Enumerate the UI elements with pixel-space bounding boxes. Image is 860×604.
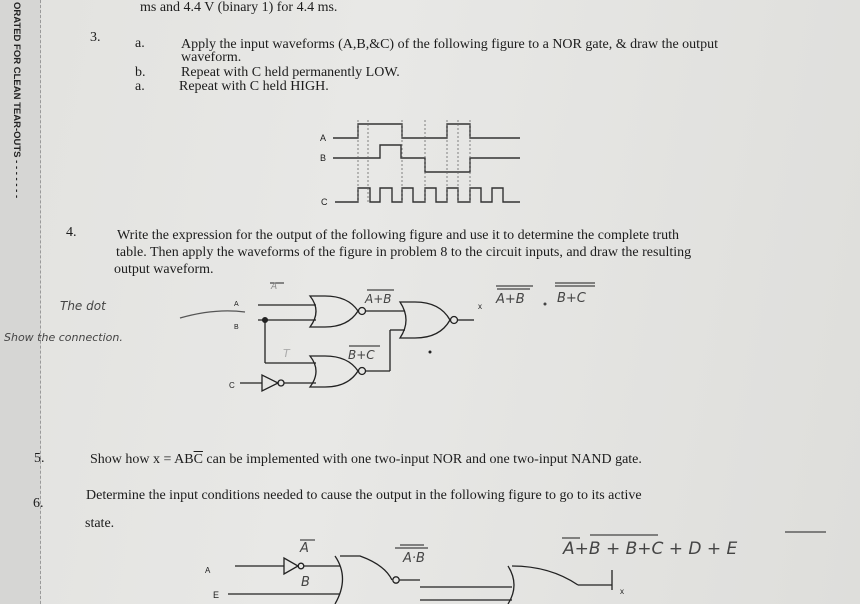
wave-label-c: C xyxy=(321,197,328,207)
hand-q6-b: B xyxy=(301,575,310,590)
q4-input-b: B xyxy=(234,324,239,331)
hand-q6-expr: A+B + B+C + D + E xyxy=(563,539,738,559)
q3-a-line1: Apply the input waveforms (A,B,&C) of th… xyxy=(181,37,718,52)
hand-q6-a: A xyxy=(300,541,309,556)
hand-t: T xyxy=(283,347,290,360)
q3-a-letter: a. xyxy=(135,36,145,51)
q5-text-prefix: Show how x = AB xyxy=(90,452,194,467)
q6-output-x: x xyxy=(620,587,624,596)
hand-out1: A+B xyxy=(496,292,525,307)
top-line: ms and 4.4 V (binary 1) for 4.4 ms. xyxy=(140,0,338,15)
hand-nor2: B+C xyxy=(348,348,375,362)
q3-b-letter: b. xyxy=(135,65,146,80)
q3-c-text: Repeat with C held HIGH. xyxy=(179,79,329,94)
hand-nor1: A+B xyxy=(365,292,392,306)
waveform-a xyxy=(333,123,520,139)
q6-number: 6. xyxy=(33,496,44,511)
q3-a-line2: waveform. xyxy=(181,50,242,65)
q4-number: 4. xyxy=(66,225,77,240)
hand-q6-ab: A·B xyxy=(403,551,425,566)
handwritten-note-line1: The dot xyxy=(60,299,106,313)
wave-label-b: B xyxy=(320,153,327,163)
handwritten-note-line2: Show the connection. xyxy=(4,331,123,344)
q6-input-e: E xyxy=(213,590,220,600)
hand-out2: B+C xyxy=(557,291,586,306)
q6-line2: state. xyxy=(85,516,115,531)
tear-out-margin: ORATED FOR CLEAN TEAR-OUTS - - - - - - - xyxy=(0,0,41,604)
q4-input-a: A xyxy=(234,301,239,308)
q3-number: 3. xyxy=(90,30,101,45)
q4-line1: Write the expression for the output of t… xyxy=(117,228,680,243)
q4-input-c: C xyxy=(229,381,235,390)
q3-c-letter: a. xyxy=(135,79,145,94)
wave-label-a: A xyxy=(320,133,327,143)
q5-text-suffix: can be implemented with one two-input NO… xyxy=(202,452,642,467)
waveform-c xyxy=(335,187,520,203)
q3-b-text: Repeat with C held permanently LOW. xyxy=(181,65,400,80)
q6-input-a: A xyxy=(205,566,211,575)
q6-line1: Determine the input conditions needed to… xyxy=(86,488,642,503)
q4-line2: table. Then apply the waveforms of the f… xyxy=(116,245,692,260)
q5-text: Show how x = ABC can be implemented with… xyxy=(90,452,642,467)
hand-a-bar: A xyxy=(271,282,278,292)
q4-line3: output waveform. xyxy=(114,262,214,277)
q5-text-bar: C xyxy=(193,452,203,467)
q4-output-x: x xyxy=(478,302,482,311)
q5-number: 5. xyxy=(34,451,45,466)
